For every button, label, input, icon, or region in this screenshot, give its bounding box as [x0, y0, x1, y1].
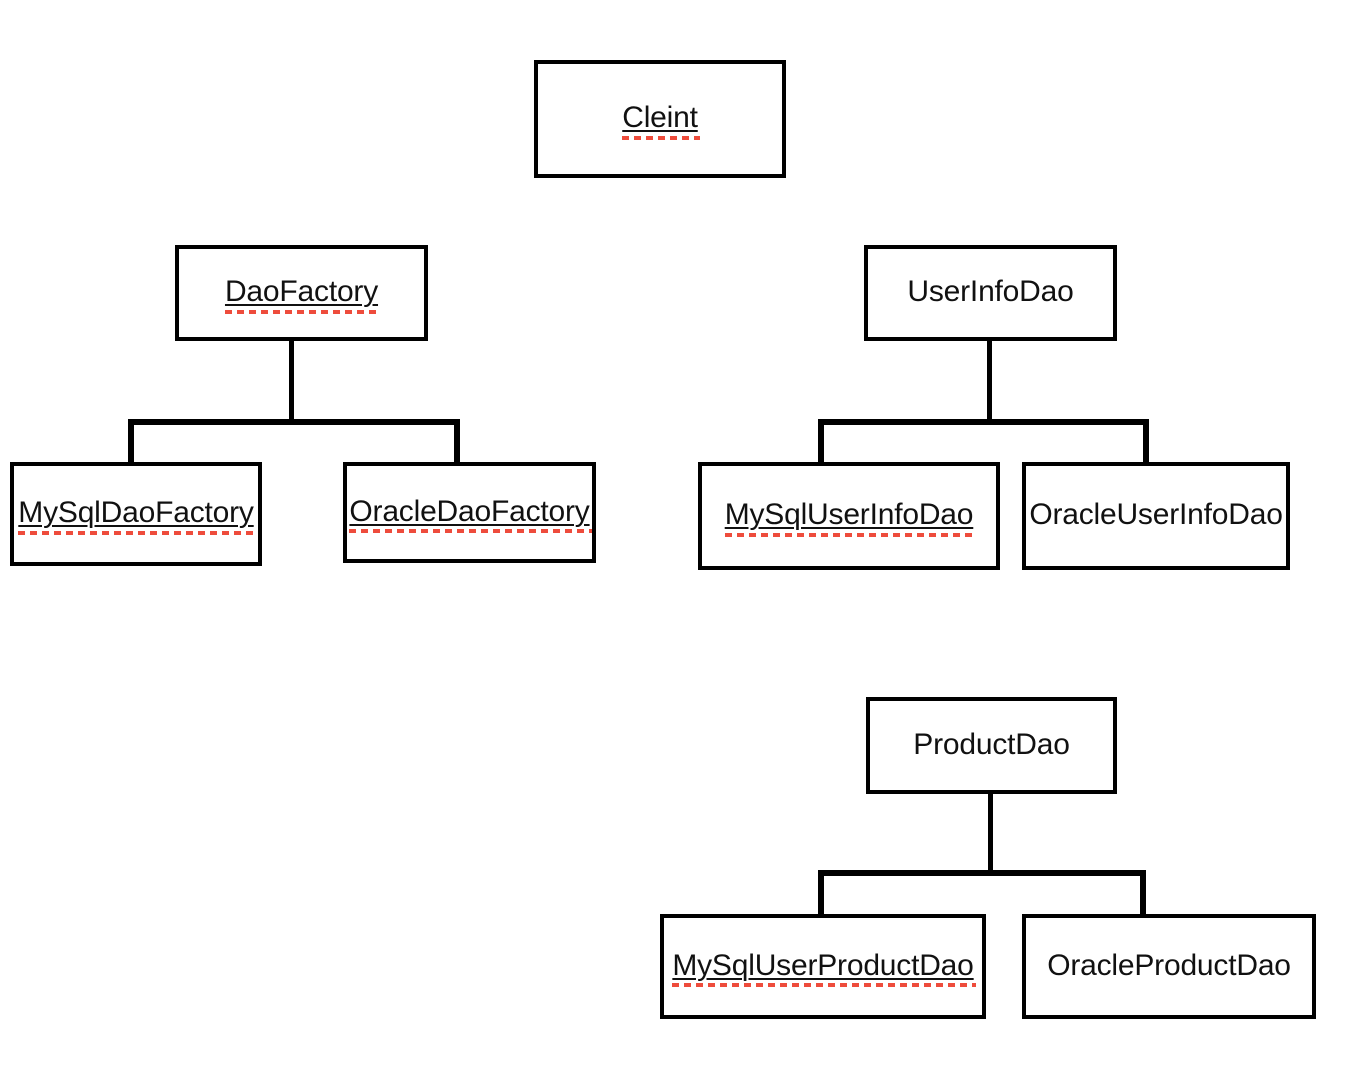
node-label-mysql-user-product-dao: MySqlUserProductDao — [672, 948, 976, 987]
node-label-mysql-dao-factory: MySqlDaoFactory — [18, 496, 257, 535]
node-label-product-dao: ProductDao — [913, 727, 1070, 761]
node-oracle-dao-factory[interactable]: OracleDaoFactory — [343, 462, 596, 563]
edge-dao-factory-to-mysql — [128, 419, 134, 464]
edge-user-info-dao-stem — [987, 341, 992, 419]
edge-product-dao-to-mysql — [818, 870, 824, 916]
edge-product-dao-stem — [988, 794, 993, 871]
edge-dao-factory-to-oracle — [454, 419, 460, 464]
node-mysql-dao-factory[interactable]: MySqlDaoFactory — [10, 462, 262, 566]
edge-dao-factory-bus — [128, 419, 460, 425]
node-oracle-product-dao[interactable]: OracleProductDao — [1022, 914, 1316, 1019]
node-cleint[interactable]: Cleint — [534, 60, 786, 178]
edge-user-info-dao-to-oracle — [1143, 419, 1149, 464]
node-label-dao-factory: DaoFactory — [224, 275, 381, 314]
edge-product-dao-to-oracle — [1140, 870, 1146, 916]
node-user-info-dao[interactable]: UserInfoDao — [864, 245, 1117, 341]
edge-product-dao-bus — [818, 870, 1146, 876]
node-mysql-user-product-dao[interactable]: MySqlUserProductDao — [660, 914, 986, 1019]
node-label-oracle-dao-factory: OracleDaoFactory — [349, 494, 592, 533]
node-product-dao[interactable]: ProductDao — [866, 697, 1117, 794]
node-label-user-info-dao: UserInfoDao — [907, 275, 1074, 309]
node-dao-factory[interactable]: DaoFactory — [175, 245, 428, 341]
node-label-mysql-user-info-dao: MySqlUserInfoDao — [724, 498, 975, 537]
node-label-oracle-user-info-dao: OracleUserInfoDao — [1029, 498, 1283, 532]
node-mysql-user-info-dao[interactable]: MySqlUserInfoDao — [698, 462, 1000, 570]
edge-user-info-dao-to-mysql — [818, 419, 824, 464]
node-label-cleint: Cleint — [622, 101, 700, 140]
node-label-oracle-product-dao: OracleProductDao — [1047, 948, 1291, 982]
edge-dao-factory-stem — [289, 341, 294, 419]
node-oracle-user-info-dao[interactable]: OracleUserInfoDao — [1022, 462, 1290, 570]
edge-user-info-dao-bus — [818, 419, 1149, 425]
